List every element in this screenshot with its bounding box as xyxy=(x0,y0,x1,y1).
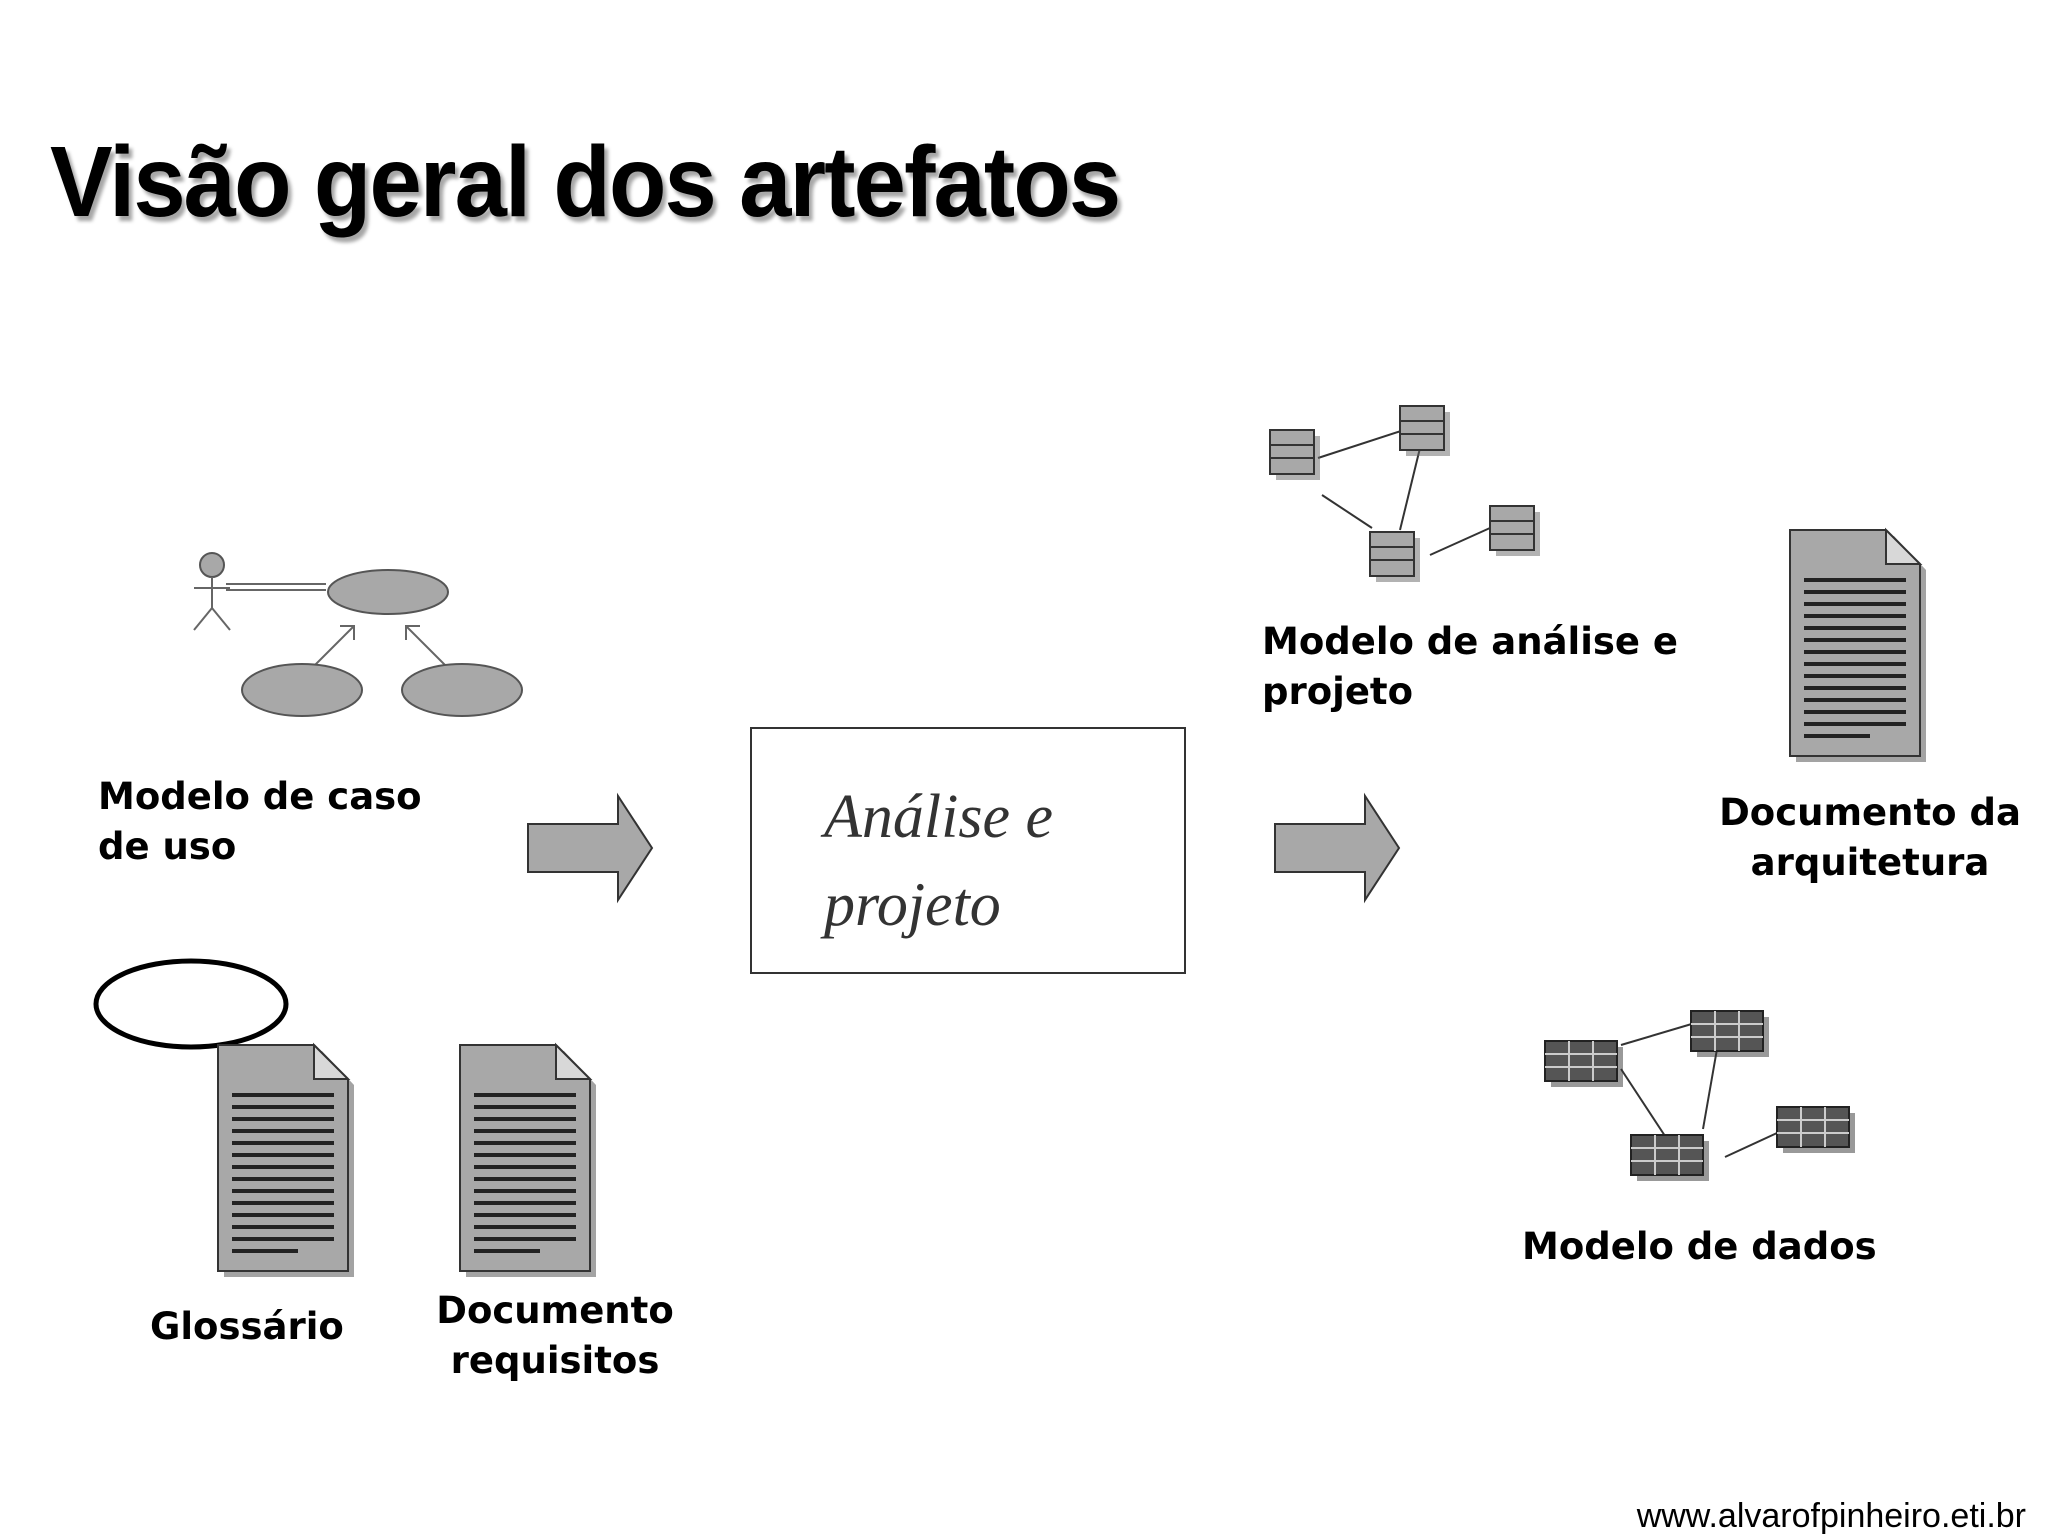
analysis-model-label: Modelo de análise e projeto xyxy=(1262,617,1678,717)
slide-title: Visão geral dos artefatos xyxy=(50,126,1121,238)
data-model-table-1 xyxy=(1544,1040,1623,1087)
requirements-document-label-line1: Documento xyxy=(436,1289,674,1332)
analysis-model-icon xyxy=(1269,405,1540,582)
architecture-document-label-line2: arquitetura xyxy=(1750,841,1990,884)
process-label-line2: projeto xyxy=(824,871,1001,939)
glossary-label: Glossário xyxy=(150,1305,344,1348)
data-model-icon xyxy=(1544,1010,1855,1181)
website-footer: www.alvarofpinheiro.eti.br xyxy=(1636,1497,2026,1535)
data-model-table-3 xyxy=(1630,1134,1709,1181)
architecture-document-label: Documento da arquitetura xyxy=(1700,788,2040,888)
analysis-model-label-line1: Modelo de análise e xyxy=(1262,620,1678,663)
requirements-document-icon xyxy=(459,1042,596,1277)
process-label-line1: Análise e xyxy=(824,783,1053,851)
glossary-icon xyxy=(93,958,354,1277)
use-case-model-label-line1: Modelo de caso xyxy=(98,775,422,818)
use-case-model-icon xyxy=(193,552,523,717)
analysis-design-process-label: Análise e projeto xyxy=(824,773,1053,949)
output-arrow xyxy=(1274,792,1401,904)
requirements-document-label: Documento requisitos xyxy=(430,1286,680,1386)
data-model-label: Modelo de dados xyxy=(1522,1225,1877,1268)
analysis-model-label-line2: projeto xyxy=(1262,670,1414,713)
data-model-table-4 xyxy=(1776,1106,1855,1153)
data-model-table-2 xyxy=(1690,1010,1769,1057)
analysis-design-process-box: Análise e projeto xyxy=(750,727,1186,974)
architecture-document-label-line1: Documento da xyxy=(1719,791,2021,834)
architecture-document-icon xyxy=(1789,527,1926,762)
use-case-model-label: Modelo de caso de uso xyxy=(98,772,422,872)
requirements-document-label-line2: requisitos xyxy=(450,1339,660,1382)
input-arrow xyxy=(527,792,654,904)
use-case-model-label-line2: de uso xyxy=(98,825,237,868)
